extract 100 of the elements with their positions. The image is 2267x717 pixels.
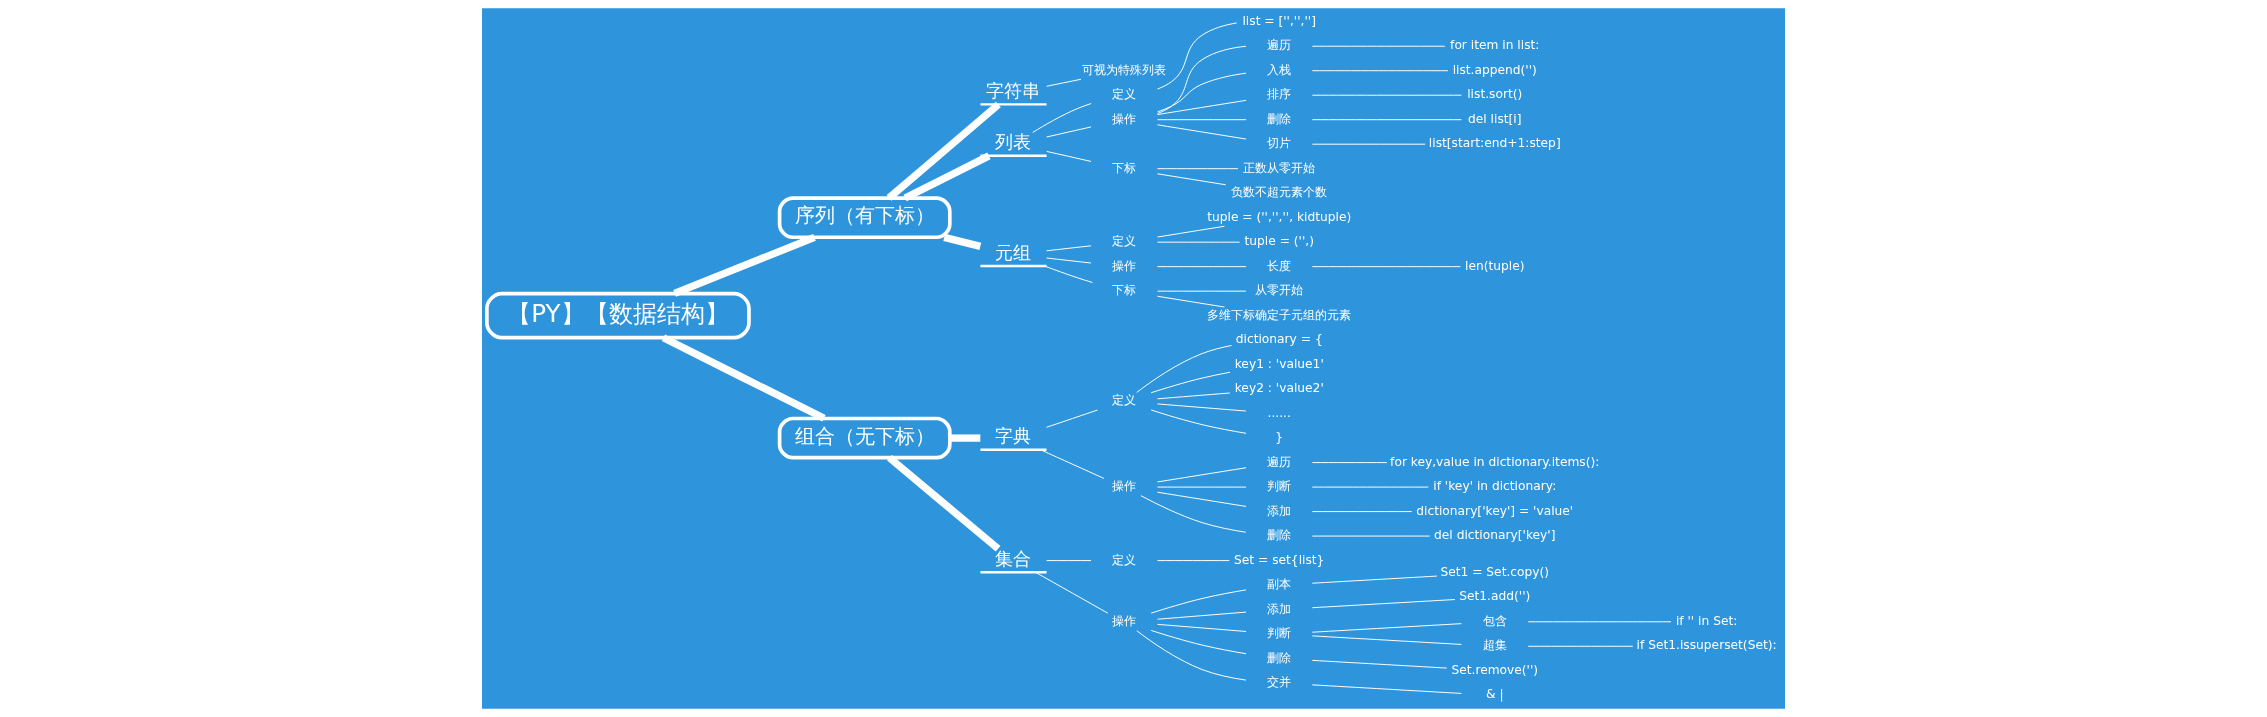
connector	[1046, 245, 1092, 252]
node-text: 定义	[1112, 393, 1137, 408]
node-text: ......	[1267, 405, 1291, 420]
connector	[1311, 70, 1449, 72]
connector	[1035, 571, 1109, 614]
connector	[1157, 560, 1230, 562]
node-text: 操作	[1112, 613, 1137, 628]
connector	[1157, 611, 1247, 620]
node-text: 排序	[1267, 87, 1292, 102]
node-text: dictionary = {	[1235, 332, 1323, 347]
node-text: 元组	[995, 241, 1032, 263]
connector	[1157, 266, 1247, 268]
connector	[673, 233, 816, 297]
node-text: Set1.add('')	[1459, 589, 1531, 604]
connector	[1157, 45, 1247, 114]
node-text: len(tuple)	[1465, 258, 1525, 273]
connector	[1157, 124, 1247, 140]
node-text: dictionary['key'] = 'value'	[1416, 503, 1574, 518]
connector	[1157, 241, 1241, 243]
connector	[1157, 467, 1247, 483]
node-text: 可视为特殊列表	[1082, 62, 1167, 77]
node-text: key2 : 'value2'	[1234, 381, 1324, 396]
node-text: 删除	[1267, 528, 1292, 543]
connector	[1157, 623, 1247, 632]
node-text: 定义	[1112, 552, 1137, 567]
connector	[1311, 462, 1388, 464]
node-text: 多维下标确定子元组的元素	[1207, 307, 1352, 322]
node-text: for key,value in dictionary.items():	[1390, 454, 1600, 469]
connector	[1311, 511, 1413, 513]
connector	[950, 434, 981, 442]
connector	[1046, 150, 1092, 162]
node-box: 【PY】【数据结构】	[485, 291, 751, 340]
node-text: 负数不超元素个数	[1231, 185, 1328, 200]
node-text: 包含	[1482, 613, 1507, 628]
connector	[1311, 599, 1456, 609]
connector	[1046, 560, 1092, 562]
connector	[1157, 119, 1247, 121]
node-text: 操作	[1112, 479, 1137, 494]
node-text: Set1 = Set.copy()	[1440, 564, 1550, 579]
connector	[1311, 45, 1446, 47]
connector	[1044, 265, 1093, 283]
node-text: 长度	[1267, 258, 1292, 273]
node-text: 添加	[1267, 601, 1292, 616]
node-text: 切片	[1267, 136, 1292, 151]
node-text: 遍历	[1267, 454, 1292, 469]
node-text: 判断	[1267, 479, 1292, 494]
connector	[1046, 126, 1092, 138]
connector	[1157, 168, 1239, 170]
connector	[1311, 94, 1462, 96]
node-text: 字典	[995, 425, 1032, 447]
node-text: tuple = ('','','', kidtuple)	[1207, 209, 1352, 224]
connector	[1157, 392, 1231, 400]
node-text: 判断	[1267, 626, 1292, 641]
connector	[1311, 575, 1438, 584]
node-text: 添加	[1267, 503, 1292, 518]
node-text: 下标	[1112, 160, 1137, 175]
connector	[1311, 635, 1462, 645]
connector	[1140, 495, 1247, 533]
node-text: key1 : 'value1'	[1234, 356, 1324, 371]
node-box: 组合（无下标）	[777, 416, 952, 460]
connector	[1157, 225, 1225, 238]
connector	[1157, 99, 1247, 116]
node-text: 操作	[1112, 258, 1137, 273]
node-text: 定义	[1112, 87, 1137, 102]
node-text: 集合	[995, 547, 1032, 569]
connector	[1157, 290, 1247, 292]
connector	[1311, 143, 1426, 145]
node-text: 下标	[1112, 283, 1137, 298]
node-text: 遍历	[1267, 38, 1292, 53]
connector	[886, 101, 1001, 201]
connector	[1311, 119, 1462, 121]
node-text: 交并	[1267, 675, 1292, 690]
connector	[1157, 295, 1225, 308]
connector	[1527, 621, 1672, 623]
connector	[1157, 22, 1238, 90]
connector	[903, 152, 991, 202]
connector	[1150, 629, 1247, 655]
node-text: del dictionary['key']	[1434, 528, 1556, 543]
connector	[1527, 645, 1634, 647]
connector	[1046, 409, 1099, 428]
connector	[1311, 659, 1448, 669]
connector	[1150, 409, 1247, 434]
node-text: 从零开始	[1255, 283, 1304, 298]
node-text: for item in list:	[1450, 38, 1540, 53]
node-text: }	[1275, 430, 1284, 445]
connector	[1150, 371, 1231, 394]
node-text: del list[i]	[1468, 111, 1522, 126]
connector	[1046, 78, 1082, 87]
connector	[1311, 623, 1462, 633]
node-text: if 'key' in dictionary:	[1433, 479, 1557, 494]
connector	[1157, 491, 1247, 507]
connector	[1150, 589, 1247, 614]
node-text: 删除	[1267, 650, 1292, 665]
node-text: 字符串	[986, 80, 1041, 102]
node-text: list[start:end+1:step]	[1428, 136, 1561, 151]
node-text: 操作	[1112, 111, 1137, 126]
connector	[1311, 684, 1462, 694]
connector	[1046, 257, 1092, 264]
connector	[1136, 345, 1232, 393]
node-text: 入栈	[1267, 62, 1292, 77]
